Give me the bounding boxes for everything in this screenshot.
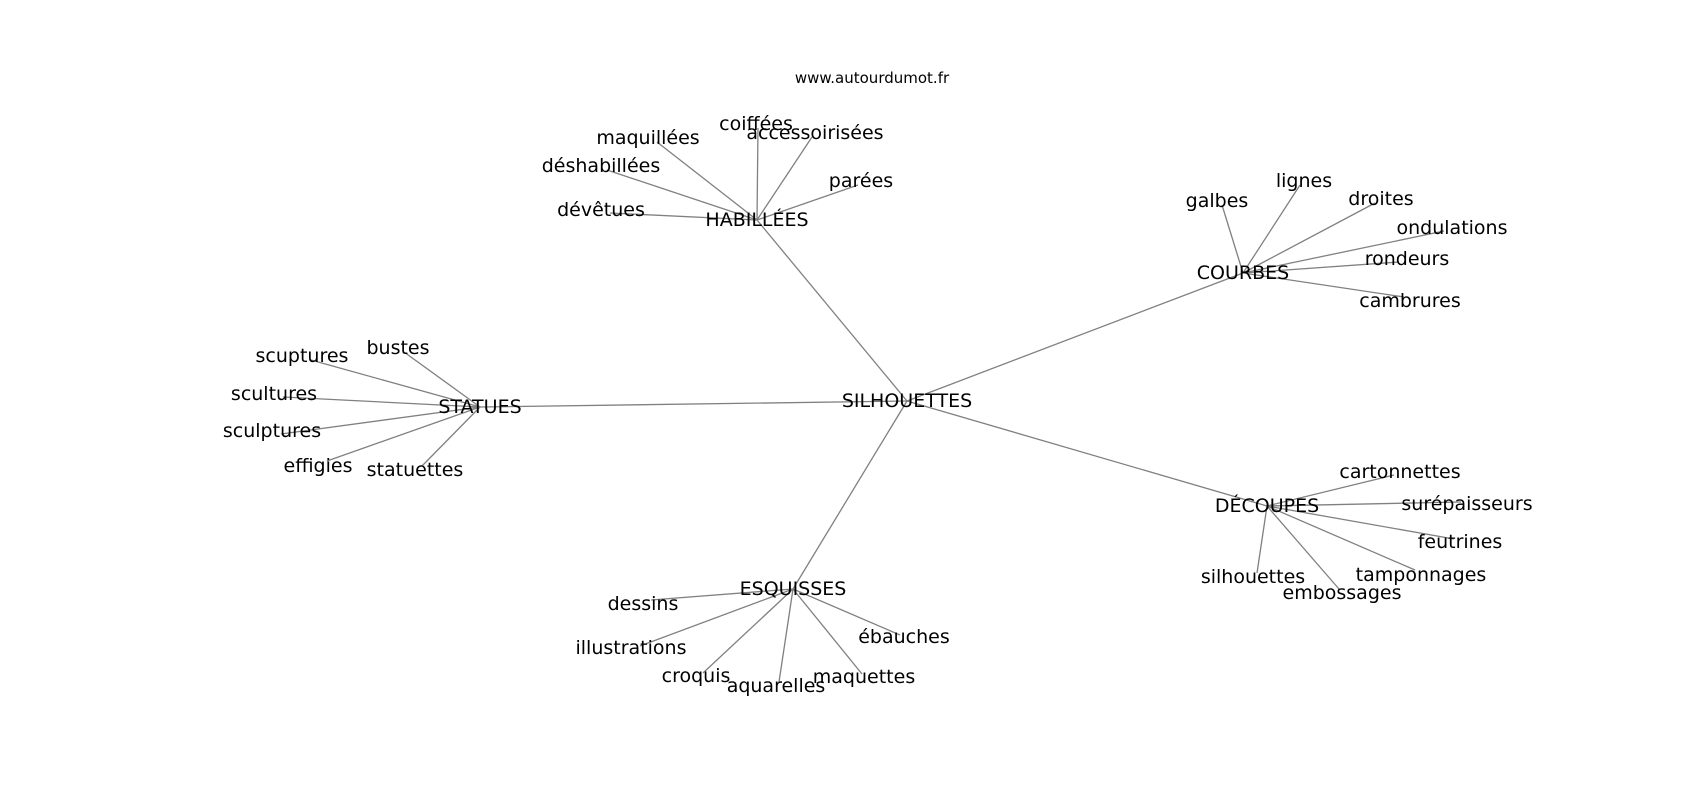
edge-branch-to-leaf xyxy=(1221,204,1244,274)
leaf-node: ébauches xyxy=(858,626,950,648)
edge-branch-to-leaf xyxy=(1266,505,1340,590)
leaf-node: scultures xyxy=(231,383,317,405)
edge-branch-to-leaf xyxy=(756,127,759,221)
leaf-node: dévêtues xyxy=(557,199,645,221)
leaf-node: maquillées xyxy=(596,127,699,149)
edge-branch-to-leaf xyxy=(403,351,481,408)
edge-branch-to-leaf xyxy=(756,184,859,221)
edge-branch-to-leaf xyxy=(1266,505,1416,571)
edge-branch-to-leaf xyxy=(1242,202,1376,274)
leaf-node: feutrines xyxy=(1418,531,1503,553)
branch-node: COURBES xyxy=(1197,262,1289,284)
leaf-node: illustrations xyxy=(576,637,687,659)
leaf-node: dessins xyxy=(608,593,679,615)
leaf-node: droites xyxy=(1348,188,1413,210)
edge-branch-to-leaf xyxy=(421,406,481,467)
edge-branch-to-leaf xyxy=(639,588,794,647)
edge-branch-to-leaf xyxy=(609,212,758,221)
leaf-node: lignes xyxy=(1276,170,1332,192)
leaf-node: scuptures xyxy=(256,345,349,367)
leaf-node: cambrures xyxy=(1359,290,1461,312)
leaf-node: déshabillées xyxy=(542,155,661,177)
center-node: SILHOUETTES xyxy=(842,390,972,412)
edge-branch-to-leaf xyxy=(1266,501,1462,507)
edge-center-to-branch xyxy=(906,400,1268,507)
graph-labels: SILHOUETTES HABILLÉES coiffées maquillées ac… xyxy=(223,113,1533,697)
leaf-node: coiffées xyxy=(719,113,793,135)
graph-edges xyxy=(280,127,1462,683)
leaf-node: rondeurs xyxy=(1365,248,1450,270)
leaf-node: statuettes xyxy=(367,459,464,481)
edge-center-to-branch xyxy=(479,400,908,408)
edge-branch-to-leaf xyxy=(1256,505,1268,574)
leaf-node: embossages xyxy=(1283,582,1402,604)
edge-branch-to-leaf xyxy=(1242,230,1445,274)
edge-branch-to-leaf xyxy=(702,588,794,674)
edge-branch-to-leaf xyxy=(792,588,863,675)
edge-branch-to-leaf xyxy=(606,169,758,221)
edge-center-to-branch xyxy=(756,219,908,402)
branch-node: DÉCOUPES xyxy=(1215,494,1319,517)
edge-center-to-branch xyxy=(792,400,908,590)
edge-branch-to-leaf xyxy=(282,396,481,408)
branch-node: HABILLÉES xyxy=(705,208,808,231)
edge-branch-to-leaf xyxy=(1242,261,1400,274)
edge-branch-to-leaf xyxy=(1242,184,1301,274)
edge-branch-to-leaf xyxy=(280,406,481,435)
edge-branch-to-leaf xyxy=(310,359,481,408)
leaf-node: croquis xyxy=(662,665,731,687)
edge-branch-to-leaf xyxy=(1242,272,1405,298)
leaf-node: silhouettes xyxy=(1201,566,1305,588)
leaf-node: aquarelles xyxy=(727,675,826,697)
leaf-node: accessoirisées xyxy=(746,122,883,144)
edge-branch-to-leaf xyxy=(326,406,481,462)
leaf-node: effigies xyxy=(284,455,353,477)
leaf-node: cartonnettes xyxy=(1339,461,1460,483)
edge-branch-to-leaf xyxy=(1266,505,1455,540)
edge-branch-to-leaf xyxy=(778,588,794,683)
edge-branch-to-leaf xyxy=(1266,474,1395,507)
leaf-node: bustes xyxy=(366,337,429,359)
edge-branch-to-leaf xyxy=(792,588,901,636)
leaf-node: tamponnages xyxy=(1356,564,1487,586)
edge-branch-to-leaf xyxy=(756,136,813,221)
branch-node: ESQUISSES xyxy=(740,578,847,600)
edge-branch-to-leaf xyxy=(650,588,794,601)
leaf-node: parées xyxy=(829,170,893,192)
leaf-node: ondulations xyxy=(1397,217,1508,239)
edge-branch-to-leaf xyxy=(656,141,758,221)
leaf-node: galbes xyxy=(1186,190,1249,212)
edge-center-to-branch xyxy=(906,272,1244,402)
leaf-node: surépaisseurs xyxy=(1401,493,1532,515)
leaf-node: sculptures xyxy=(223,420,321,442)
branch-node: STATUES xyxy=(438,396,521,418)
leaf-node: maquettes xyxy=(813,666,915,688)
source-url: www.autourdumot.fr xyxy=(795,69,950,87)
